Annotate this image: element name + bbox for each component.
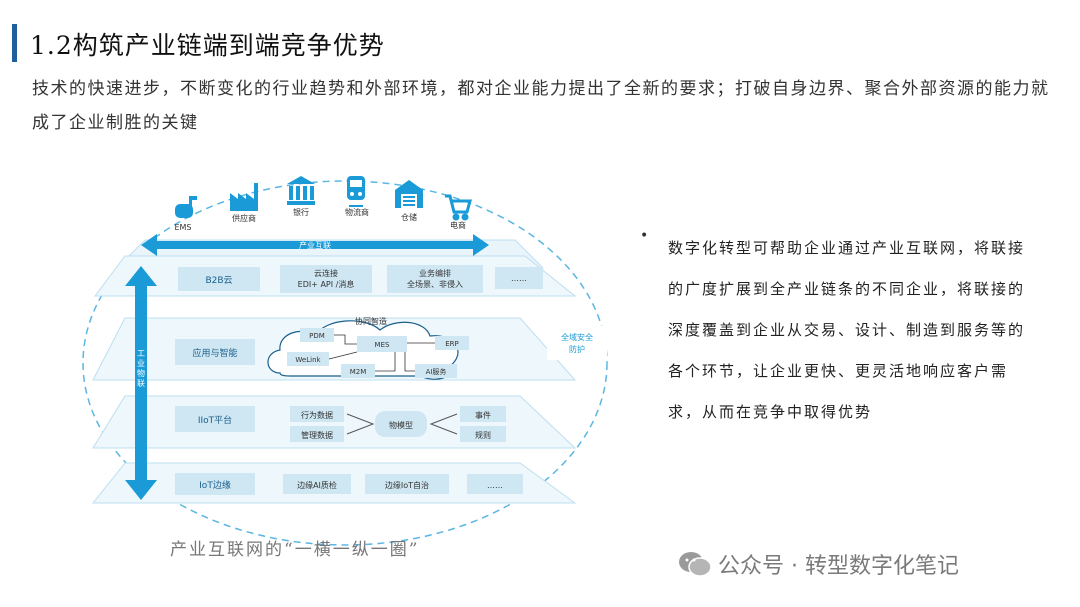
layer-edge-label-box: [175, 473, 255, 495]
cart-icon: [445, 194, 472, 221]
icon-label-ems: EMS: [174, 223, 191, 232]
top-arrow-label: 产业互联: [299, 240, 331, 250]
node-m2m-label: M2M: [350, 368, 367, 376]
edge-box-1-label: 边缘AI质检: [297, 480, 337, 490]
icon-label-logistics: 物流商: [345, 207, 369, 217]
iiot-connectors: [346, 413, 458, 435]
left-arrow-char-4: 联: [137, 379, 145, 388]
horizontal-arrow: [141, 234, 489, 256]
icon-label-bank: 银行: [293, 207, 309, 217]
security-label-line-1: 全域安全: [561, 332, 593, 342]
layer-b2b-label: B2B云: [205, 276, 232, 286]
mailbox-icon: [175, 196, 197, 218]
edge-box-2: [365, 474, 449, 494]
train-icon: [347, 176, 365, 207]
layer-app-label-box: [175, 339, 255, 365]
node-m2m: [341, 364, 375, 378]
node-ai: [415, 364, 457, 378]
title-accent-bar: [12, 24, 17, 62]
node-erp-label: ERP: [445, 340, 459, 348]
node-welink: [287, 352, 329, 366]
vertical-arrow: [125, 266, 157, 500]
iiot-right-1-label: 事件: [475, 410, 491, 420]
edge-box-1: [283, 474, 351, 494]
layer-edge-label: IoT边缘: [199, 479, 231, 491]
security-label-line-2: 防护: [569, 344, 585, 354]
b2b-box-2: [387, 265, 483, 293]
icon-label-ecommerce: 电商: [450, 220, 466, 230]
factory-icon: [230, 183, 258, 211]
edge-box-3-label: ……: [487, 481, 503, 490]
security-circle: [82, 180, 608, 546]
watermark: 公众号 · 转型数字化笔记: [678, 548, 959, 583]
security-label-bg: [547, 326, 607, 360]
b2b-box-2-line-2: 全场景、非侵入: [407, 279, 463, 289]
diagram-caption: 产业互联网的“一横一纵一圈”: [170, 540, 420, 560]
layer-b2b-label-box: [178, 267, 260, 291]
b2b-box-2-text: 业务编排全场景、非侵入: [407, 268, 463, 289]
layer-iiot-label: IIoT平台: [198, 414, 232, 426]
iiot-center-label: 物模型: [389, 420, 413, 430]
b2b-box-3-text: ……: [511, 274, 527, 283]
b2b-box-1-line-2: EDI+ API /消息: [298, 279, 355, 289]
node-pdm: [300, 328, 334, 342]
node-ai-label: AI服务: [426, 367, 447, 376]
edge-box-2-label: 边缘IoT自治: [385, 480, 429, 490]
intro-paragraph: 技术的快速进步，不断变化的行业趋势和外部环境，都对企业能力提出了全新的要求；打破…: [32, 79, 1050, 133]
layer-iiot-label-box: [175, 406, 255, 432]
left-arrow-char-2: 业: [137, 358, 145, 368]
iiot-right-1: [460, 406, 506, 422]
left-arrow-label: 工业物联: [137, 349, 145, 388]
left-arrow-char-3: 物: [137, 368, 145, 378]
iiot-left-2-label: 管理数据: [301, 430, 333, 440]
iiot-left-2: [290, 426, 344, 442]
icon-label-supplier: 供应商: [232, 213, 256, 223]
node-pdm-label: PDM: [309, 332, 325, 340]
iiot-left-1-label: 行为数据: [301, 410, 333, 420]
iiot-right-2: [460, 426, 506, 442]
cloud-connectors: [328, 334, 435, 372]
warehouse-icon: [395, 180, 423, 208]
b2b-box-3: [495, 267, 543, 289]
security-label: 全域安全防护: [561, 332, 593, 354]
bullet-text: 数字化转型可帮助企业通过产业互联网，将联接的广度扩展到全产业链条的不同企业，将联…: [668, 239, 1026, 421]
page-title: 1.2构筑产业链端到端竞争优势: [30, 31, 385, 60]
iiot-center: [375, 411, 427, 437]
node-mes-label: MES: [375, 341, 390, 349]
iiot-left-1: [290, 406, 344, 422]
bank-icon: [287, 176, 315, 205]
node-erp: [435, 336, 469, 350]
iiot-right-2-label: 规则: [475, 430, 491, 440]
left-arrow-char-1: 工: [137, 349, 145, 358]
b2b-box-2-line-1: 业务编排: [419, 268, 451, 278]
edge-box-3: [467, 474, 523, 494]
b2b-box-1: [280, 265, 372, 293]
cloud-title: 协同智造: [355, 316, 387, 326]
node-welink-label: WeLink: [295, 356, 321, 364]
b2b-box-1-line-1: 云连接: [314, 268, 338, 278]
bullet-dot: •: [640, 228, 649, 244]
node-mes: [357, 336, 407, 352]
icon-label-warehouse: 仓储: [401, 212, 417, 222]
layer-app-label: 应用与智能: [192, 347, 237, 359]
wechat-icon: [678, 551, 712, 583]
watermark-text: 公众号 · 转型数字化笔记: [718, 554, 959, 579]
